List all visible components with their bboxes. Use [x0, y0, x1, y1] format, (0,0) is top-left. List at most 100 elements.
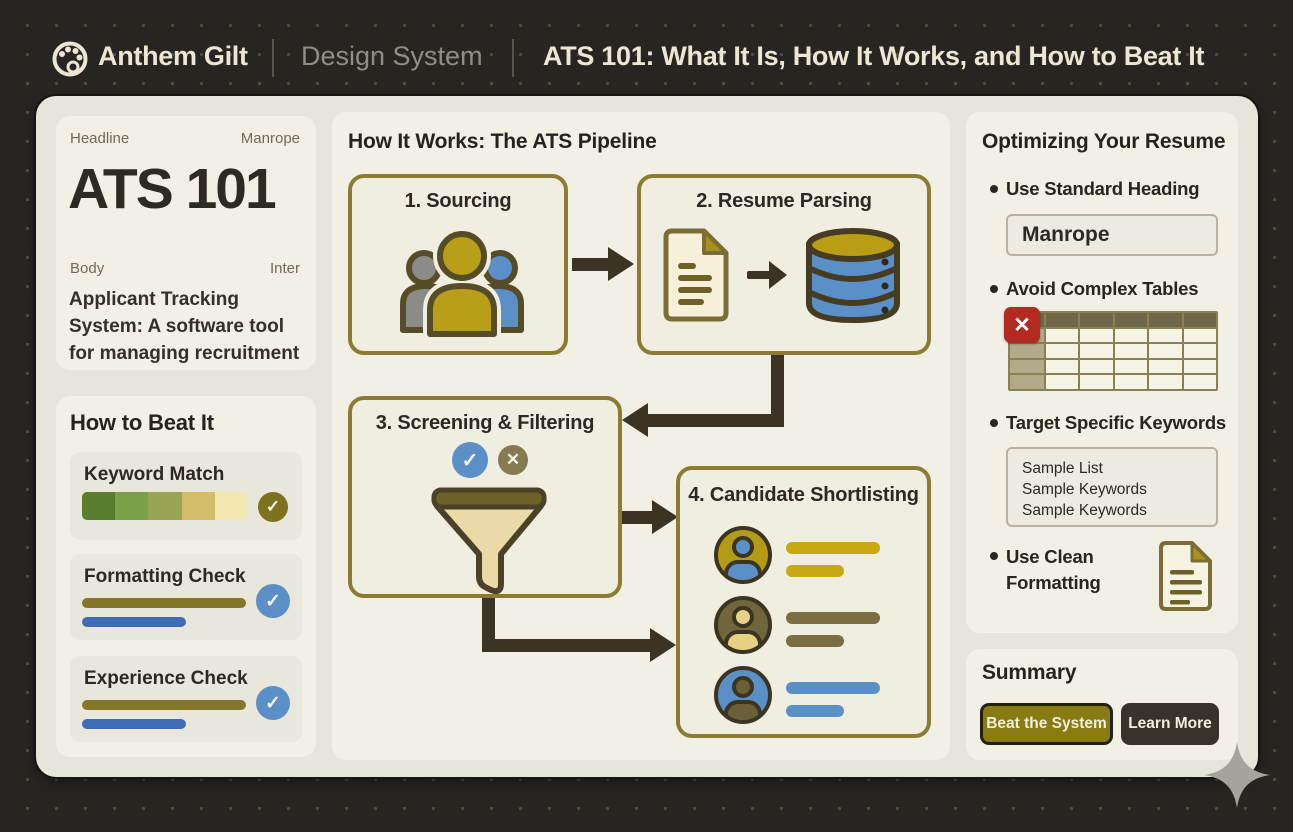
typography-card: Headline Manrope ATS 101 Body Inter Appl… [56, 116, 316, 370]
table-cell [1046, 344, 1079, 358]
optimizing-card: Optimizing Your Resume Use Standard Head… [966, 112, 1238, 633]
arrowhead-right [652, 500, 678, 534]
table-cell [1149, 359, 1182, 374]
keyword-match-label: Keyword Match [84, 464, 225, 485]
keyword-match-item: Keyword Match ✓ [70, 452, 302, 540]
table-cell [1183, 375, 1216, 389]
candidate-line [786, 542, 880, 554]
accept-check-icon: ✓ [452, 442, 488, 478]
bullet-target-keywords: Target Specific Keywords [1006, 412, 1227, 433]
experience-check-label: Experience Check [84, 668, 248, 689]
progress-bar-olive [82, 700, 246, 710]
candidate-avatar-gold [714, 526, 772, 584]
candidate-avatar-blue [714, 666, 772, 724]
red-x-badge: ✕ [1004, 307, 1040, 343]
table-cell [1149, 344, 1182, 358]
learn-more-button[interactable]: Learn More [1121, 703, 1219, 745]
brand-name: Anthem Gilt [98, 41, 248, 71]
step-box-resume-parsing: 2. Resume Parsing [637, 174, 931, 355]
table-cell [1010, 375, 1044, 389]
step-box-screening: 3. Screening & Filtering ✓ ✕ [348, 396, 622, 598]
header-subtitle: Design System [301, 41, 483, 71]
sparkle-icon [1204, 742, 1270, 813]
clean-document-icon [1158, 540, 1216, 617]
reject-x-icon: ✕ [498, 445, 528, 475]
palette-icon [50, 39, 90, 79]
headline-sample: ATS 101 [68, 157, 277, 221]
table-cell [1114, 375, 1148, 389]
bullet-avoid-tables: Avoid Complex Tables [1006, 278, 1199, 299]
table-cell [1149, 328, 1182, 343]
candidate-line [786, 635, 844, 647]
color-swatch [181, 492, 215, 520]
table-cell [1080, 375, 1113, 389]
small-arrow-right [747, 261, 787, 294]
table-cell [1046, 313, 1079, 327]
how-to-beat-it-card: How to Beat It Keyword Match ✓ Formattin… [56, 396, 316, 757]
table-cell [1183, 359, 1216, 374]
headline-label: Headline [70, 130, 130, 147]
candidate-line [786, 705, 844, 717]
bullet-dot [990, 552, 998, 560]
connector-parsing-down [771, 352, 784, 417]
table-cell [1149, 313, 1182, 327]
progress-bar-blue [82, 719, 186, 729]
arrow-screening-to-shortlist [620, 511, 654, 524]
color-swatch [148, 492, 182, 520]
step-label: 3. Screening & Filtering [375, 412, 595, 434]
table-cell [1114, 313, 1148, 327]
bullet-standard-heading: Use Standard Heading [1006, 178, 1200, 199]
progress-bar-blue [82, 617, 186, 627]
body-sample: Applicant Tracking System: A software to… [69, 289, 300, 364]
check-icon: ✓ [256, 584, 290, 618]
optimizing-title: Optimizing Your Resume [982, 130, 1226, 153]
database-icon [800, 224, 906, 331]
font-sample-text: Manrope [1022, 223, 1110, 246]
people-group-icon [394, 222, 530, 347]
connector-screening-right [482, 639, 652, 652]
arrowhead-right [608, 247, 634, 281]
summary-title: Summary [982, 661, 1077, 684]
color-swatch [115, 492, 149, 520]
bullet-clean-formatting: Use Clean Formatting [1006, 546, 1101, 593]
body-label: Body [70, 260, 105, 277]
bullet-dot [990, 185, 998, 193]
table-cell [1149, 375, 1182, 389]
table-cell [1080, 344, 1113, 358]
headline-font-name: Manrope [240, 130, 300, 147]
table-cell [1114, 328, 1148, 343]
progress-bar-olive [82, 598, 246, 608]
candidate-line [786, 565, 844, 577]
beat-the-system-button[interactable]: Beat the System [980, 703, 1113, 745]
color-swatch [214, 492, 248, 520]
bullet-dot [990, 285, 998, 293]
table-cell [1046, 328, 1079, 343]
table-cell [1046, 375, 1079, 389]
table-cell [1080, 313, 1113, 327]
check-icon: ✓ [258, 492, 288, 522]
connector-screening-down [482, 596, 495, 652]
keyword-sample-line: Sample Keywords [1022, 502, 1147, 519]
table-cell [1046, 359, 1079, 374]
formatting-check-label: Formatting Check [84, 566, 246, 587]
candidate-avatar-olive [714, 596, 772, 654]
body-font-name: Inter [269, 260, 300, 277]
table-cell [1183, 328, 1216, 343]
table-cell [1183, 344, 1216, 358]
arrowhead-right [650, 628, 676, 662]
table-cell [1010, 344, 1044, 358]
table-cell [1114, 359, 1148, 374]
experience-check-item: Experience Check ✓ [70, 656, 302, 742]
funnel-icon [427, 484, 551, 607]
summary-card: Summary Beat the System Learn More [966, 649, 1238, 760]
table-cell [1080, 359, 1113, 374]
table-cell [1080, 328, 1113, 343]
resume-document-icon [662, 227, 734, 328]
keyword-sample-line: Sample Keywords [1022, 481, 1147, 498]
candidate-line [786, 682, 880, 694]
pipeline-title: How It Works: The ATS Pipeline [348, 130, 657, 153]
arrowhead-left [622, 403, 648, 437]
table-cell [1010, 359, 1044, 374]
